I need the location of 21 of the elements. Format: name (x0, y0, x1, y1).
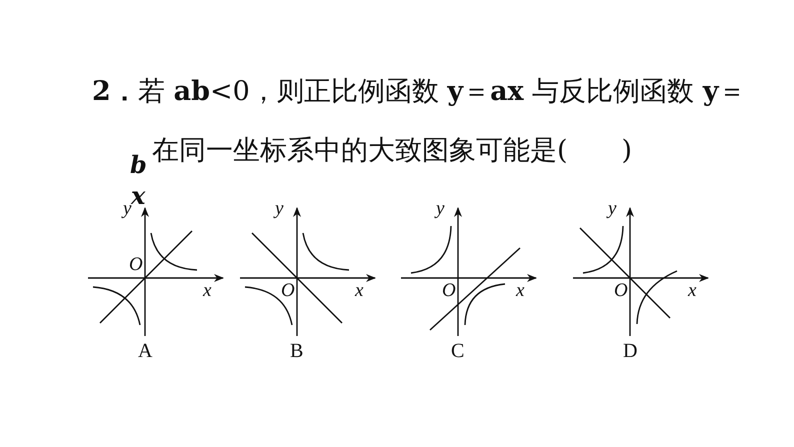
axis-label: x (203, 280, 212, 302)
origin-label: O (614, 280, 628, 302)
option-label: B (290, 340, 304, 363)
question-text: 若 ab<0，则正比例函数 y＝ax 与反比例函数 y＝ (138, 75, 746, 109)
option-label: C (451, 340, 464, 363)
axis-label: x (355, 280, 364, 302)
axis-label: x (688, 280, 696, 302)
option-label: A (138, 340, 152, 363)
question-number: 2． (92, 75, 138, 109)
fraction-numerator: b (130, 150, 147, 179)
origin-label: O (129, 254, 143, 276)
origin-label: O (442, 280, 456, 302)
question-text: 在同一坐标系中的大致图象可能是( ) (152, 134, 632, 168)
fraction-denominator: x (131, 181, 146, 210)
axis-label: y (275, 198, 284, 220)
axis-label: y (123, 198, 132, 220)
axis-label: x (516, 280, 524, 302)
option-label: D (623, 340, 638, 363)
origin-label: O (281, 280, 295, 302)
axis-label: y (608, 198, 616, 220)
axis-label: y (436, 198, 444, 220)
